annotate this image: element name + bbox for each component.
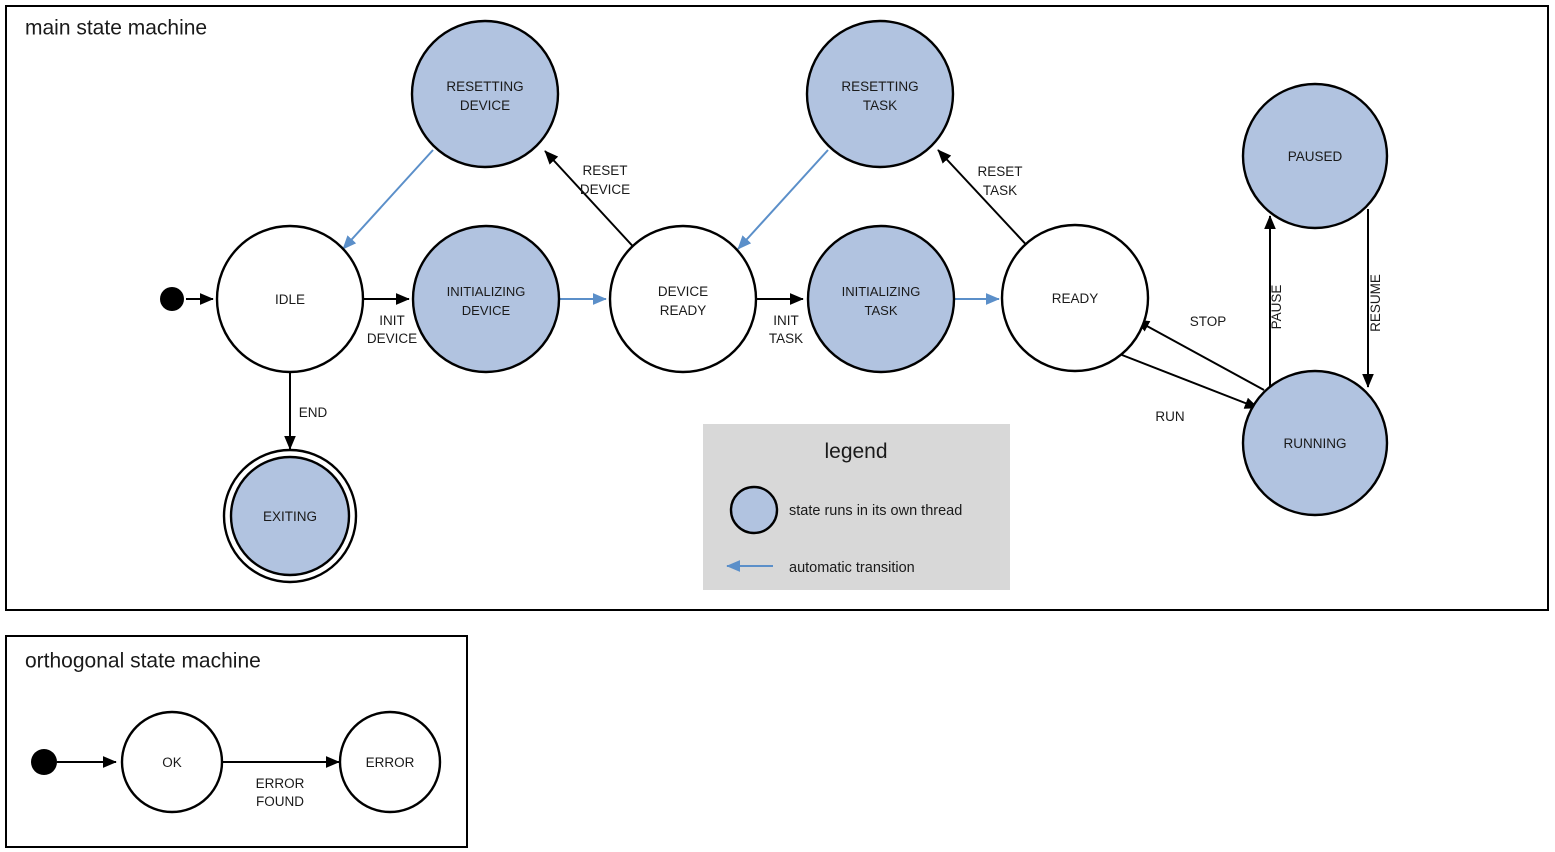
- state-idle[interactable]: IDLE: [215, 224, 365, 374]
- legend-title: legend: [824, 440, 887, 463]
- transition-device-ready-to-resetting-device: [544, 150, 641, 255]
- transition-label-reset-task-line2: TASK: [983, 183, 1017, 198]
- state-device-ready-label-line1: DEVICE: [658, 284, 708, 299]
- transition-label-init-device-line1: INIT: [379, 313, 405, 328]
- state-initializing-device-shape: [411, 224, 561, 374]
- state-initializing-task-label-line1: INITIALIZING: [842, 284, 921, 299]
- state-resetting-task[interactable]: RESETTING TASK: [805, 19, 955, 169]
- state-paused[interactable]: PAUSED: [1241, 82, 1389, 230]
- state-paused-label: PAUSED: [1288, 149, 1343, 164]
- orthogonal-state-machine-title: orthogonal state machine: [25, 650, 261, 673]
- state-device-ready[interactable]: DEVICE READY: [608, 224, 758, 374]
- state-initializing-device-label-line1: INITIALIZING: [447, 284, 526, 299]
- transition-ready-to-resetting-task: [937, 149, 1034, 253]
- transition-resetting-device-to-idle: [342, 149, 434, 250]
- legend-thread-state-icon: [729, 485, 779, 535]
- legend-thread-state-text: state runs in its own thread: [789, 503, 962, 519]
- state-resetting-device-label-line2: DEVICE: [460, 98, 510, 113]
- state-resetting-task-shape: [805, 19, 955, 169]
- state-ok[interactable]: OK: [120, 710, 224, 814]
- state-error-shape: [338, 710, 442, 814]
- state-initializing-task[interactable]: INITIALIZING TASK: [806, 224, 956, 374]
- transition-label-error-found-line1: ERROR: [256, 776, 305, 791]
- transition-label-end: END: [299, 405, 328, 420]
- state-resetting-device[interactable]: RESETTING DEVICE: [410, 19, 560, 169]
- state-idle-shape: [215, 224, 365, 374]
- state-exiting-shape: [229, 455, 351, 577]
- transition-label-stop: STOP: [1190, 314, 1227, 329]
- state-error-label: ERROR: [366, 755, 415, 770]
- legend-automatic-transition-text: automatic transition: [789, 560, 915, 576]
- state-resetting-device-label-line1: RESETTING: [446, 79, 523, 94]
- transition-label-init-task-line1: INIT: [773, 313, 799, 328]
- state-resetting-task-label-line2: TASK: [863, 98, 897, 113]
- state-ready-shape: [1000, 223, 1150, 373]
- state-device-ready-label-line2: READY: [660, 303, 707, 318]
- state-initializing-device[interactable]: INITIALIZING DEVICE: [411, 224, 561, 374]
- main-state-machine-title: main state machine: [25, 17, 207, 40]
- state-running-label: RUNNING: [1284, 436, 1347, 451]
- state-exiting[interactable]: EXITING: [222, 448, 358, 584]
- state-resetting-task-label-line1: RESETTING: [841, 79, 918, 94]
- transition-label-run: RUN: [1155, 409, 1184, 424]
- state-ok-shape: [120, 710, 224, 814]
- transition-running-to-ready: [1135, 319, 1265, 391]
- transition-label-pause: PAUSE: [1269, 285, 1284, 330]
- state-ready[interactable]: READY: [1000, 223, 1150, 373]
- state-running[interactable]: RUNNING: [1241, 369, 1389, 517]
- state-exiting-label: EXITING: [263, 509, 317, 524]
- state-idle-label: IDLE: [275, 292, 305, 307]
- state-running-shape: [1241, 369, 1389, 517]
- transition-label-reset-device-line2: DEVICE: [580, 182, 630, 197]
- transition-label-reset-device-line1: RESET: [582, 163, 627, 178]
- transition-resetting-task-to-device-ready: [737, 149, 829, 250]
- state-resetting-device-shape: [410, 19, 560, 169]
- state-initializing-task-shape: [806, 224, 956, 374]
- transition-label-error-found-line2: FOUND: [256, 794, 304, 809]
- state-device-ready-shape: [608, 224, 758, 374]
- transition-label-resume: RESUME: [1368, 274, 1383, 332]
- state-ok-label: OK: [162, 755, 182, 770]
- transition-ready-to-running: [1121, 354, 1259, 409]
- orthogonal-initial-pseudostate-dot: [31, 749, 57, 775]
- transition-label-init-device-line2: DEVICE: [367, 331, 417, 346]
- transition-label-reset-task-line1: RESET: [977, 164, 1022, 179]
- transition-label-init-task-line2: TASK: [769, 331, 803, 346]
- state-paused-shape: [1241, 82, 1389, 230]
- initial-pseudostate-dot: [160, 287, 184, 311]
- state-error[interactable]: ERROR: [338, 710, 442, 814]
- state-ready-label: READY: [1052, 291, 1099, 306]
- state-initializing-device-label-line2: DEVICE: [462, 303, 511, 318]
- state-initializing-task-label-line2: TASK: [865, 303, 898, 318]
- legend: legend state runs in its own thread auto…: [703, 424, 1010, 590]
